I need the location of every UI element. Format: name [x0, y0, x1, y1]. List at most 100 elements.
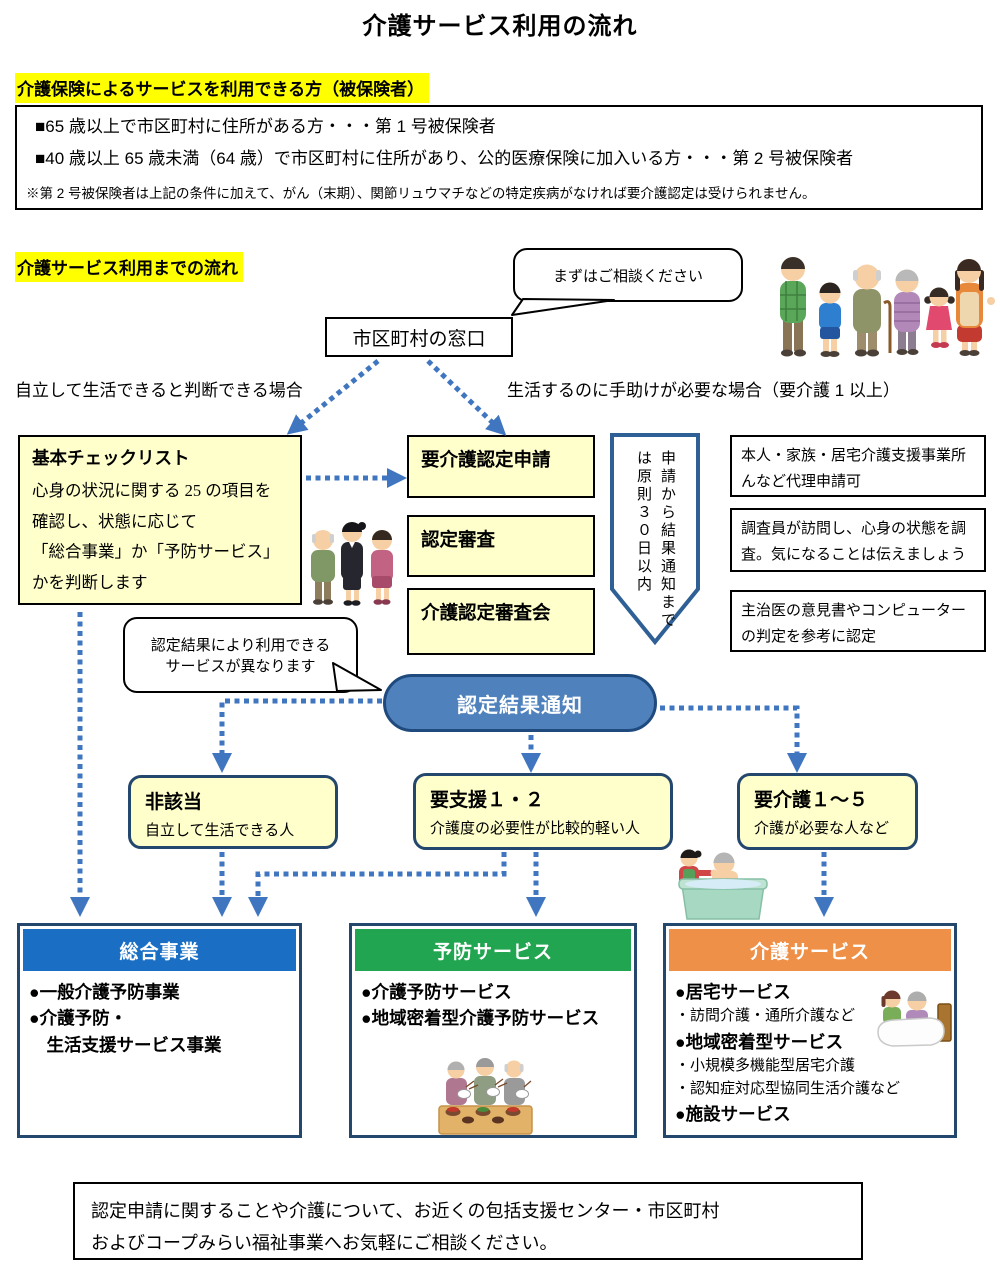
municipal-window-label: 市区町村の窓口: [352, 328, 486, 350]
eligibility-line-1: ■65 歳以上で市区町村に住所がある方・・・第 1 号被保険者: [35, 117, 496, 136]
footer-line: およびコープみらい福祉事業へお気軽にご相談ください。: [91, 1232, 558, 1253]
flow-heading: 介護サービス利用までの流れ: [15, 252, 243, 282]
father-figure: [780, 257, 806, 357]
checklist-title: 基本チェックリスト: [32, 448, 190, 468]
footer-line: 認定申請に関することや介護について、お近くの包括支援センター・市区町村: [91, 1201, 720, 1221]
service-title: 総合事業: [119, 941, 200, 963]
arrow-yoshien-to-sogo: [248, 852, 507, 917]
service-item: ●居宅サービス: [675, 982, 791, 1002]
result-desc: 自立して生活できる人: [145, 823, 295, 839]
service-title: 介護サービス: [749, 941, 870, 963]
bed-caregiver-figure: [881, 990, 901, 1024]
result-speech-bubble: 認定結果により利用できる サービスが異なります: [123, 617, 358, 693]
duration-arrow: 申請から結果通知まで は原則３０日以内: [610, 433, 700, 646]
result-box-higaito: 非該当 自立して生活できる人: [128, 775, 338, 849]
mother-figure: [955, 259, 995, 356]
result-title: 非該当: [145, 792, 203, 813]
eligibility-note: ※第 2 号被保険者は上記の条件に加えて、がん（末期）、関節リュウマチなどの特定…: [26, 186, 816, 201]
arrow-oval-to-higaito: [212, 698, 382, 773]
checklist-line: 心身の状況に関する 25 の項目を: [32, 481, 272, 500]
service-box-kaigo: 介護サービス ●居宅サービス ・訪問介護・通所介護など ●地域密着型サービス ・…: [663, 923, 957, 1138]
note-box-proxy: 本人・家族・居宅介護支援事業所んなど代理申請可: [730, 435, 986, 497]
municipal-window-box: 市区町村の窓口: [325, 317, 513, 357]
result-title: 要介護１～５: [754, 790, 869, 811]
eligibility-box: ■65 歳以上で市区町村に住所がある方・・・第 1 号被保険者 ■40 歳以上 …: [15, 105, 983, 210]
result-desc: 介護が必要な人など: [754, 821, 890, 837]
consult-speech-bubble: まずはご相談ください: [513, 248, 743, 302]
result-title: 要支援１・２: [430, 790, 545, 811]
service-item: ●一般介護予防事業: [29, 982, 180, 1002]
result-speech-line: サービスが異なります: [165, 659, 316, 675]
eligibility-line-2: ■40 歳以上 65 歳未満（64 歳）で市区町村に住所があり、公的医療保険に加…: [35, 149, 854, 168]
arrow-oval-to-yokaigo: [660, 705, 807, 773]
bed-care-illustration: [877, 990, 952, 1047]
bathtub-shape: [678, 878, 768, 920]
flow-heading-wrap: 介護サービス利用までの流れ: [15, 252, 243, 282]
step-box-application: 要介護認定申請: [407, 435, 595, 498]
branch-label-left: 自立して生活できると判断できる場合: [15, 381, 303, 400]
boy-figure: [819, 282, 841, 357]
bathing-illustration: [678, 849, 768, 920]
checklist-box: 基本チェックリスト 心身の状況に関する 25 の項目を 確認し、状態に応じて 「…: [18, 435, 302, 605]
result-box-yoshien: 要支援１・２ 介護度の必要性が比較的軽い人: [413, 773, 673, 850]
elderly-man-figure: [311, 530, 335, 605]
arrow-window-to-checklist: [286, 359, 380, 435]
result-notification-label: 認定結果通知: [457, 694, 583, 717]
service-item: ●介護予防・: [29, 1008, 128, 1029]
checklist-line: かを判断します: [32, 572, 148, 592]
service-body: ●一般介護予防事業 ●介護予防・ 生活支援サービス事業: [20, 974, 299, 1063]
duration-text-line: は原則３０日以内: [635, 450, 651, 594]
service-item: 生活支援サービス事業: [29, 1034, 222, 1055]
service-box-sogo: 総合事業 ●一般介護予防事業 ●介護予防・ 生活支援サービス事業: [17, 923, 302, 1138]
branch-label-right: 生活するのに手助けが必要な場合（要介護 1 以上）: [507, 381, 900, 400]
service-item: ・小規模多機能型居宅介護: [675, 1057, 856, 1074]
service-header-sogo: 総合事業: [23, 929, 296, 971]
grandmother-figure: [894, 269, 920, 355]
dining-table: [438, 1105, 533, 1135]
duration-text-line: 申請から結果通知まで: [659, 450, 675, 630]
visitor-woman-figure: [371, 530, 393, 605]
service-item: ●地域密着型サービス: [675, 1031, 844, 1052]
service-title: 予防サービス: [432, 941, 553, 963]
arrow-window-to-application: [426, 359, 507, 436]
service-box-yobo: 予防サービス ●介護予防サービス ●地域密着型介護予防サービス: [349, 923, 637, 1138]
eligibility-heading: 介護保険によるサービスを利用できる方（被保険者）: [15, 73, 430, 103]
service-header-yobo: 予防サービス: [355, 929, 631, 971]
step-label: 介護認定審査会: [421, 602, 551, 623]
service-item: ・認知症対応型協同生活介護など: [675, 1081, 901, 1097]
service-item: ・訪問介護・通所介護など: [675, 1008, 856, 1025]
result-notification-oval: 認定結果通知: [383, 674, 657, 732]
duration-text-wrap: 申請から結果通知まで は原則３０日以内: [610, 450, 700, 630]
note-box-doctor: 主治医の意見書やコンピューターの判定を参考に認定: [730, 590, 986, 652]
result-speech-line: 認定結果により利用できる: [150, 638, 331, 654]
eligibility-heading-wrap: 介護保険によるサービスを利用できる方（被保険者）: [15, 73, 430, 103]
step-label: 認定審査: [421, 529, 496, 550]
service-item: ●施設サービス: [675, 1104, 791, 1125]
page-title: 介護サービス利用の流れ: [362, 13, 638, 40]
step-box-committee: 介護認定審査会: [407, 588, 595, 655]
checklist-line: 「総合事業」か「予防サービス」: [32, 542, 280, 562]
service-body: ●介護予防サービス ●地域密着型介護予防サービス: [352, 974, 634, 1037]
staff-woman-figure: [341, 522, 366, 606]
footer-contact-box: 認定申請に関することや介護について、お近くの包括支援センター・市区町村 およびコ…: [73, 1182, 863, 1260]
duration-arrow-shape: [610, 433, 700, 646]
step-label: 要介護認定申請: [421, 449, 551, 470]
note-box-survey: 調査員が訪問し、心身の状態を調査。気になることは伝えましょう: [730, 508, 986, 572]
step-box-examination: 認定審査: [407, 515, 595, 577]
service-item: ●地域密着型介護予防サービス: [361, 1008, 600, 1029]
blanket-shape: [877, 1017, 945, 1047]
result-desc: 介護度の必要性が比較的軽い人: [430, 821, 641, 837]
service-item: ●介護予防サービス: [361, 982, 512, 1002]
bed-patient-figure: [906, 991, 928, 1022]
consult-speech-text: まずはご相談ください: [552, 268, 703, 285]
elderly-diners: [446, 1058, 532, 1105]
service-header-kaigo: 介護サービス: [669, 929, 951, 971]
consult-people-illustration: [311, 522, 393, 606]
service-body: ●居宅サービス ・訪問介護・通所介護など ●地域密着型サービス ・小規模多機能型…: [666, 974, 954, 1133]
girl-figure: [924, 287, 955, 348]
grandfather-figure: [853, 264, 892, 357]
meal-illustration: [438, 1058, 533, 1135]
result-box-yokaigo: 要介護１～５ 介護が必要な人など: [737, 773, 918, 850]
family-illustration: [780, 257, 995, 357]
